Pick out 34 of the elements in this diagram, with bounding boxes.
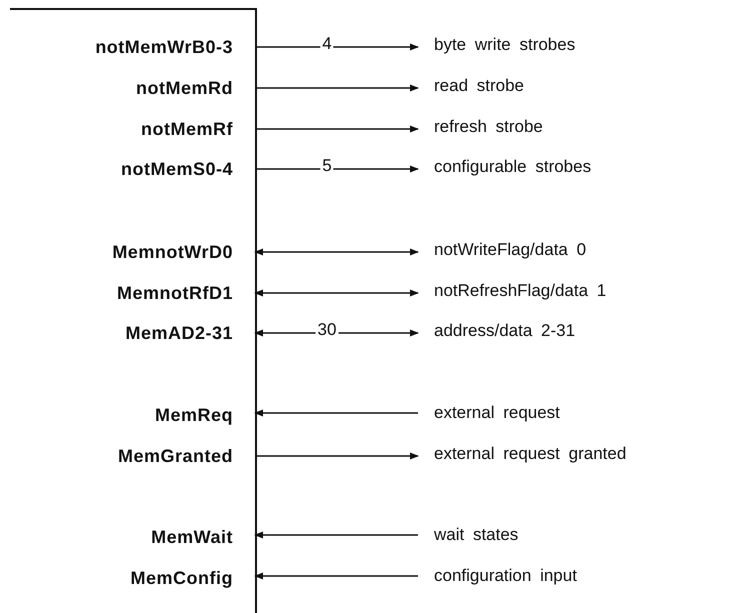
signal-description: wait states xyxy=(418,522,518,548)
signal-description: address/data 2-31 xyxy=(418,318,576,344)
signal-description: notWriteFlag/data 0 xyxy=(418,237,586,263)
signal-arrow xyxy=(254,410,418,416)
signal-description: configurable strobes xyxy=(418,154,592,180)
signal-description: byte write strobes xyxy=(418,32,576,58)
pin-name: MemGranted xyxy=(10,443,255,469)
pin-name: notMemRd xyxy=(10,75,255,101)
pin-name: MemWait xyxy=(10,524,255,550)
signal-arrow xyxy=(254,248,419,256)
pin-name: notMemWrB0-3 xyxy=(10,34,255,60)
signal-arrow xyxy=(254,572,418,580)
pin-name: MemnotRfD1 xyxy=(10,280,255,306)
signal-description: external request granted xyxy=(418,441,626,467)
chip-block xyxy=(10,8,257,613)
signal-arrow xyxy=(254,532,418,538)
pin-name: notMemS0-4 xyxy=(10,156,255,182)
signal-description: notRefreshFlag/data 1 xyxy=(418,278,606,304)
pin-name: notMemRf xyxy=(10,116,255,142)
signal-arrow xyxy=(255,84,419,92)
signal-arrow xyxy=(255,452,419,460)
signal-description: refresh strobe xyxy=(418,114,543,140)
pin-name: MemAD2-31 xyxy=(10,320,255,346)
signal-arrow xyxy=(254,330,419,336)
signal-arrow xyxy=(254,290,419,296)
pin-name: MemReq xyxy=(10,402,255,428)
signal-arrow xyxy=(255,166,419,172)
signal-arrow xyxy=(255,44,419,50)
signal-description: external request xyxy=(418,400,560,426)
signal-arrow xyxy=(255,126,419,132)
pin-name: MemnotWrD0 xyxy=(10,239,255,265)
signal-description: configuration input xyxy=(418,563,577,589)
signal-description: read strobe xyxy=(418,73,524,99)
pin-name: MemConfig xyxy=(10,565,255,591)
